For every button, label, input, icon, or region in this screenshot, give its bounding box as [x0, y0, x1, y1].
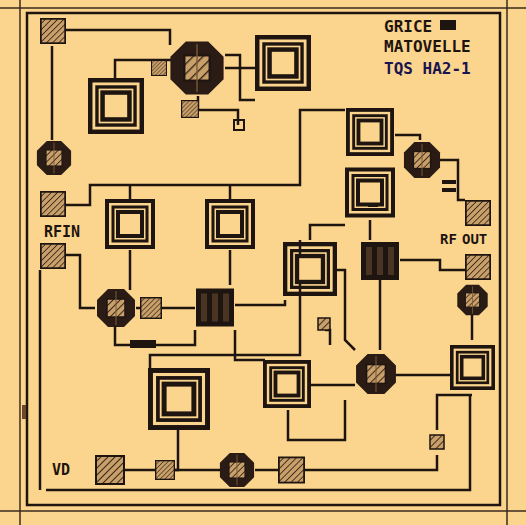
designer-name: MATOVELLE [382, 38, 473, 56]
pin-name: VD [50, 462, 72, 479]
designer-name: GRICE [382, 18, 434, 36]
chip-id: TQS HA2-1 [382, 60, 473, 78]
pin-name: RFIN [42, 224, 82, 241]
pin-name: RF [438, 232, 459, 247]
pin-name: OUT [460, 232, 489, 247]
